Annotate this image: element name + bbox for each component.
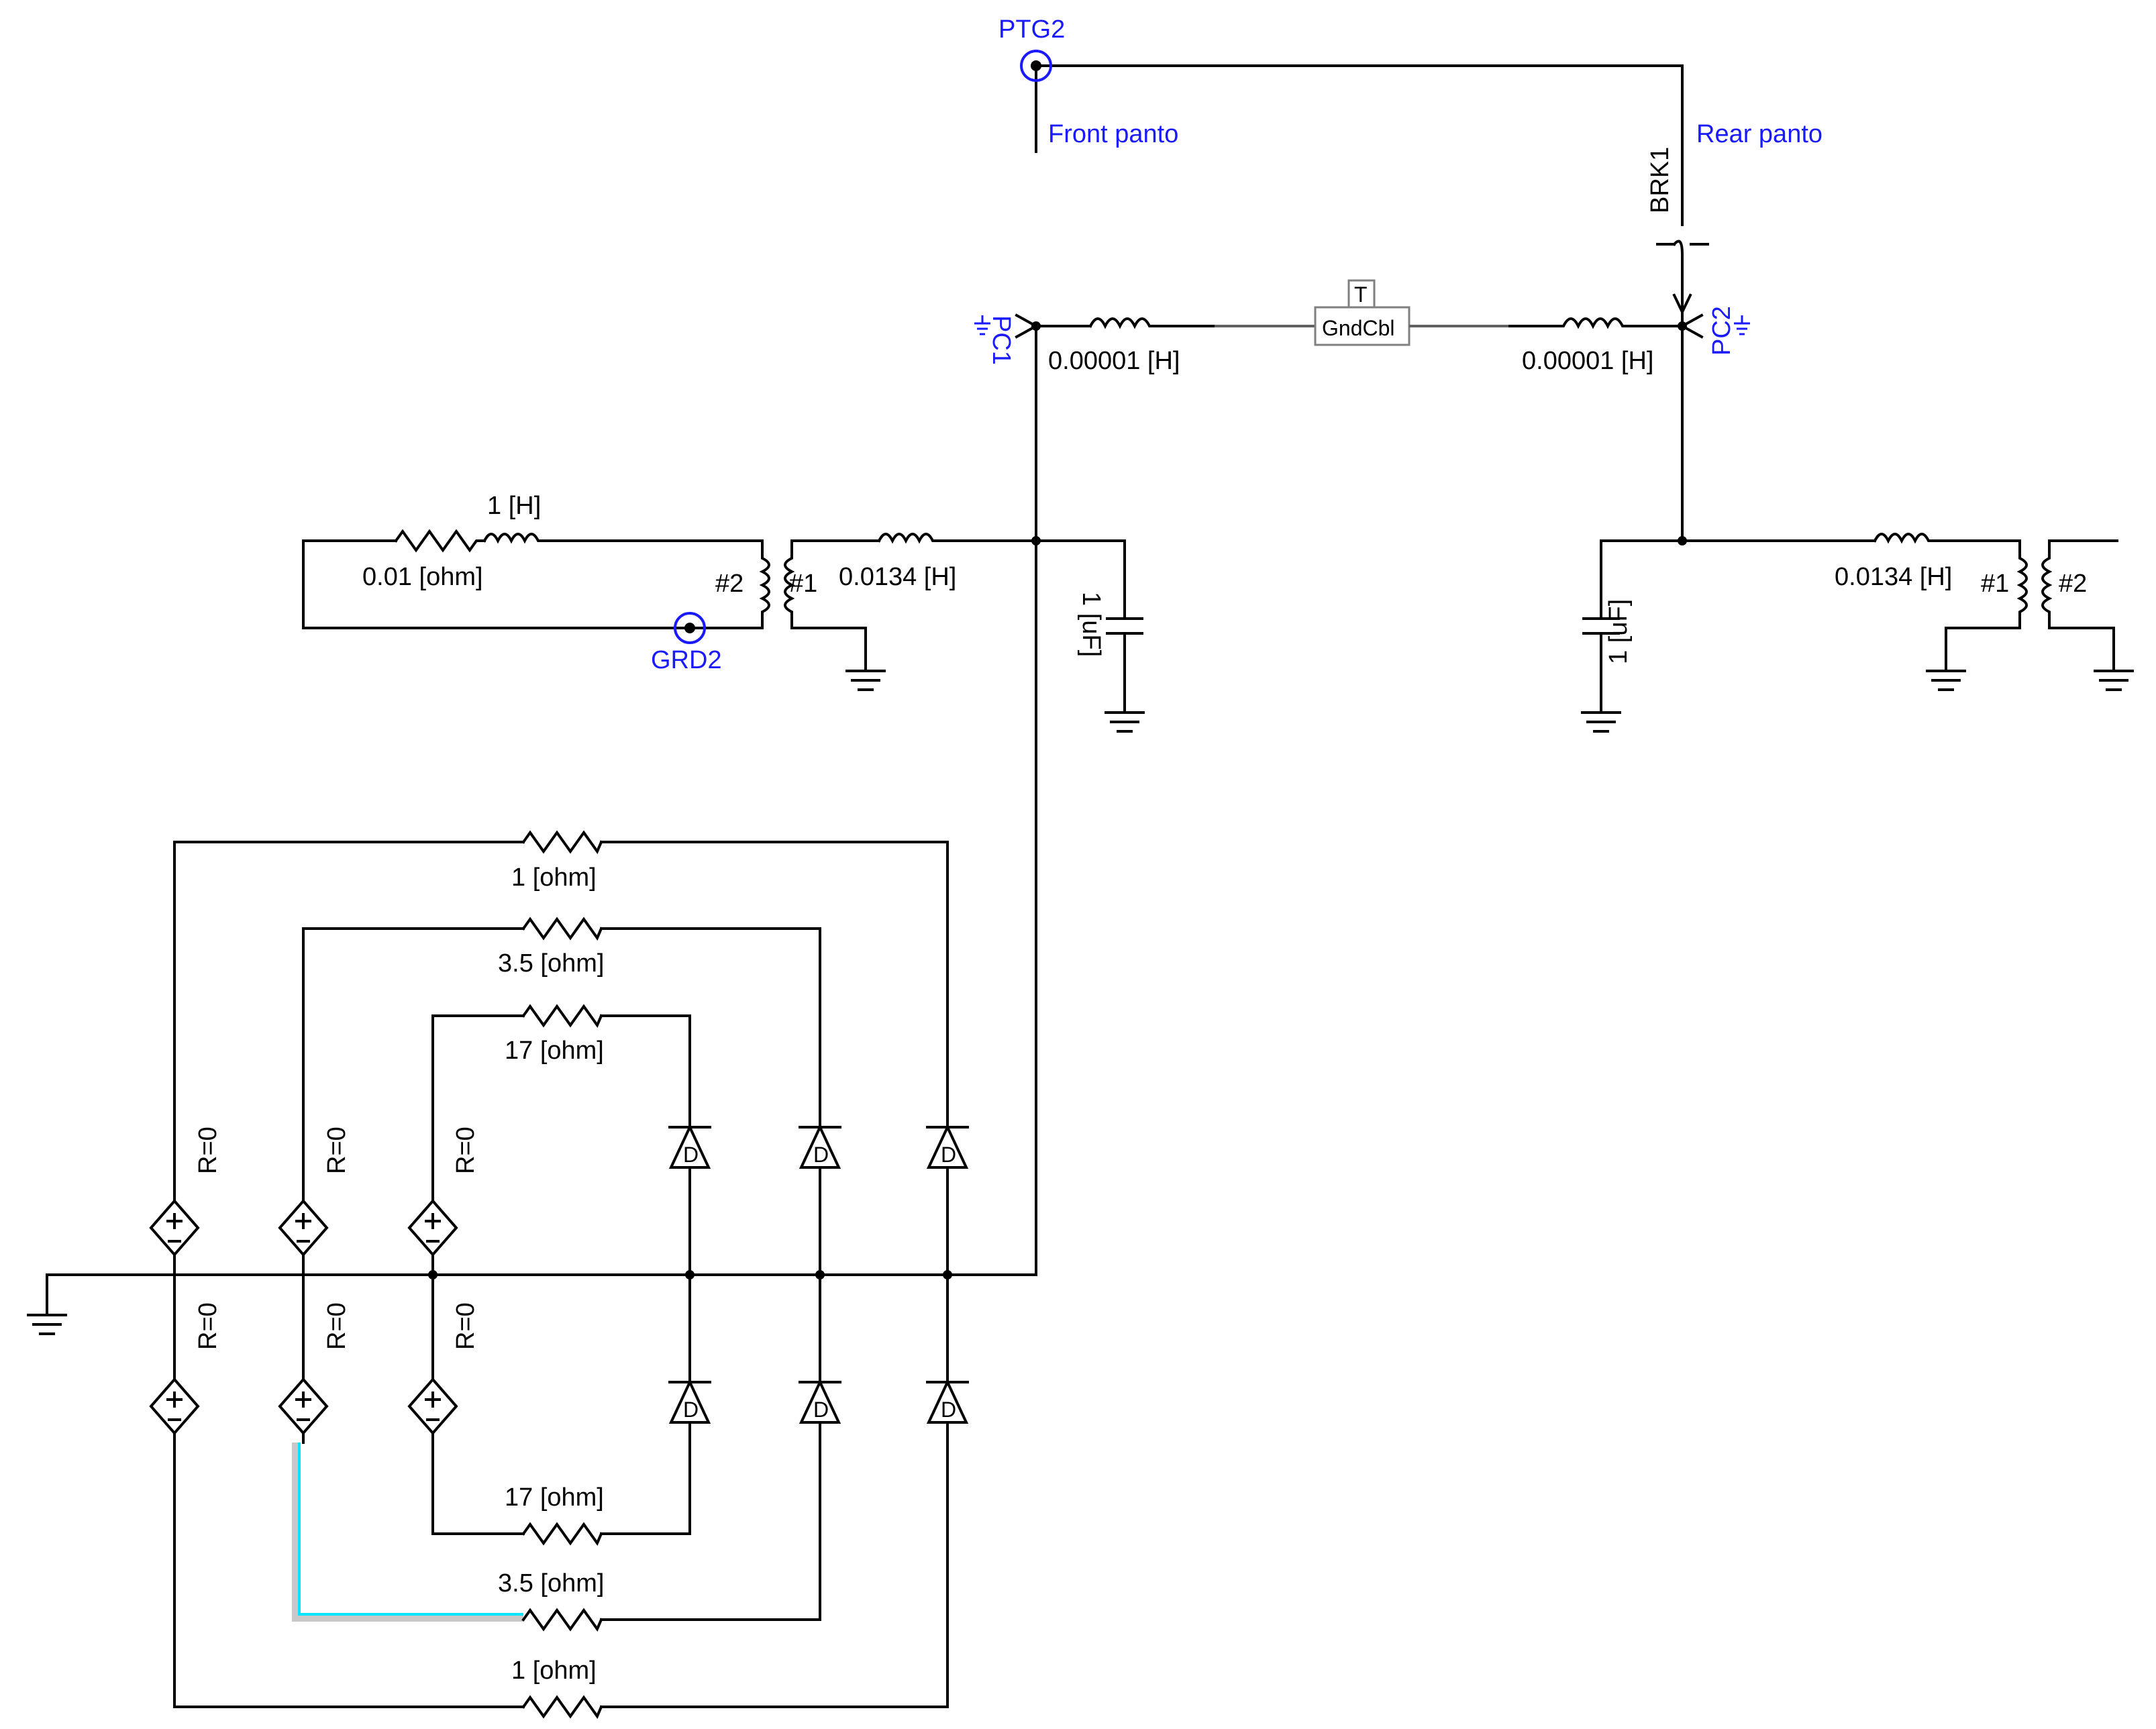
left-transformer-w2-label: #2 bbox=[715, 570, 743, 598]
resistor-bottom-inner-label: 17 [ohm] bbox=[505, 1483, 604, 1512]
diode-bottom-3[interactable]: D bbox=[926, 1273, 969, 1424]
inductor-left-transformer[interactable] bbox=[877, 533, 1037, 544]
ground-icon bbox=[1105, 711, 1145, 733]
grd2-label: GRD2 bbox=[651, 646, 722, 674]
right-transformer-w1-label: #1 bbox=[1981, 570, 2009, 598]
source-bottom-1[interactable]: R=0 bbox=[149, 1273, 222, 1436]
resistor-top-inner-label: 17 [ohm] bbox=[505, 1037, 604, 1065]
resistor-secondary-label: 0.01 [ohm] bbox=[362, 563, 483, 591]
grd2-node-marker[interactable] bbox=[674, 612, 706, 644]
pantograph-section: PTG2 Front panto Rear panto BRK1 PC1 PC2 bbox=[974, 15, 1823, 1276]
ptg2-label: PTG2 bbox=[998, 15, 1065, 44]
breaker-brk1[interactable]: BRK1 bbox=[1646, 133, 1709, 315]
source-top-3-label: R=0 bbox=[452, 1127, 480, 1174]
inductor-left-small[interactable] bbox=[1088, 317, 1216, 329]
resistor-bottom-outer-label: 1 [ohm] bbox=[511, 1657, 597, 1685]
source-top-2-label: R=0 bbox=[323, 1127, 351, 1174]
source-top-1-label: R=0 bbox=[194, 1127, 222, 1174]
capacitor-left[interactable]: 1 [uF] bbox=[1077, 592, 1143, 714]
resistor-bottom-outer[interactable] bbox=[521, 1695, 603, 1720]
resistor-bottom-mid[interactable] bbox=[521, 1608, 603, 1632]
diode-bottom-1[interactable]: D bbox=[668, 1273, 711, 1424]
front-panto-label: Front panto bbox=[1048, 120, 1178, 148]
resistor-top-mid[interactable] bbox=[521, 916, 603, 941]
inductor-right-small[interactable] bbox=[1508, 317, 1684, 329]
diode-top-2[interactable]: D bbox=[799, 1124, 841, 1276]
cable-top-label: T bbox=[1354, 282, 1368, 307]
resistor-top-outer-label: 1 [ohm] bbox=[511, 863, 597, 892]
resistor-bottom-mid-label: 3.5 [ohm] bbox=[498, 1569, 604, 1597]
left-transformer[interactable]: #2 #1 bbox=[715, 539, 817, 629]
left-transformer-branch: 0.01 [ohm] 1 [H] GRD2 #2 #1 0.0134 [H] bbox=[302, 492, 1145, 733]
pc1-ground-icon bbox=[974, 315, 990, 335]
source-bottom-3[interactable]: R=0 bbox=[407, 1273, 480, 1436]
resistor-secondary[interactable] bbox=[394, 529, 486, 553]
source-bottom-1-label: R=0 bbox=[194, 1302, 222, 1350]
resistor-top-inner[interactable] bbox=[521, 1004, 603, 1029]
source-top-3[interactable]: R=0 bbox=[407, 1127, 480, 1276]
diode-top-3[interactable]: D bbox=[926, 1124, 969, 1276]
ground-icon bbox=[1926, 670, 1966, 691]
capacitor-right[interactable]: 1 [uF] bbox=[1582, 599, 1633, 714]
left-transformer-w1-label: #1 bbox=[789, 570, 817, 598]
diode-bottom-3-label: D bbox=[941, 1398, 956, 1422]
pc2-label: PC2 bbox=[1708, 306, 1736, 356]
rear-panto-label: Rear panto bbox=[1696, 120, 1823, 148]
ground-icon bbox=[27, 1314, 67, 1335]
inductor-left-transformer-label: 0.0134 [H] bbox=[839, 563, 956, 591]
diode-top-1[interactable]: D bbox=[668, 1124, 711, 1276]
diode-top-1-label: D bbox=[683, 1143, 699, 1167]
capacitor-right-label: 1 [uF] bbox=[1604, 599, 1633, 664]
breaker-label: BRK1 bbox=[1646, 147, 1674, 213]
ground-icon bbox=[845, 670, 886, 691]
inductor-secondary-label: 1 [H] bbox=[487, 492, 541, 520]
source-top-2[interactable]: R=0 bbox=[278, 1127, 351, 1276]
inductor-right-transformer[interactable] bbox=[1873, 533, 2021, 544]
inductor-right-small-label: 0.00001 [H] bbox=[1522, 347, 1653, 375]
inductor-right-transformer-label: 0.0134 [H] bbox=[1835, 563, 1952, 591]
pc1-node[interactable]: PC1 bbox=[974, 313, 1039, 365]
source-bottom-2[interactable]: R=0 bbox=[278, 1273, 351, 1436]
right-transformer-branch: 1 [uF] 0.0134 [H] #1 #2 bbox=[1581, 533, 2134, 733]
source-top-1[interactable]: R=0 bbox=[149, 1127, 222, 1276]
selected-wire-highlight[interactable] bbox=[292, 1443, 523, 1622]
source-bottom-2-label: R=0 bbox=[323, 1302, 351, 1350]
diode-top-2-label: D bbox=[813, 1143, 829, 1167]
right-transformer-w2-label: #2 bbox=[2059, 570, 2087, 598]
inductor-secondary[interactable] bbox=[482, 533, 764, 544]
ground-icon bbox=[1581, 711, 1621, 733]
ground-icon bbox=[2094, 670, 2134, 691]
diode-bottom-2-label: D bbox=[813, 1398, 829, 1422]
capacitor-left-label: 1 [uF] bbox=[1077, 592, 1105, 657]
inductor-left-small-label: 0.00001 [H] bbox=[1048, 347, 1180, 375]
diode-bottom-2[interactable]: D bbox=[799, 1273, 841, 1424]
resistor-bottom-inner[interactable] bbox=[521, 1522, 603, 1547]
source-bottom-3-label: R=0 bbox=[452, 1302, 480, 1350]
cable-name-label: GndCbl bbox=[1322, 316, 1395, 340]
ptg2-node-marker[interactable] bbox=[1020, 50, 1052, 82]
diode-top-3-label: D bbox=[941, 1143, 956, 1167]
right-transformer[interactable]: #1 #2 bbox=[1981, 539, 2087, 629]
pc1-label: PC1 bbox=[987, 315, 1015, 365]
pc2-node[interactable]: PC2 bbox=[1679, 306, 1750, 356]
pc2-ground-icon bbox=[1734, 315, 1750, 335]
resistor-top-outer[interactable] bbox=[521, 830, 603, 855]
rectifier-network: 1 [ohm] 3.5 [ohm] 17 [ohm] R=0 R=0 bbox=[27, 830, 1037, 1720]
ground-cable-gndcbl[interactable]: T GndCbl bbox=[1314, 279, 1410, 346]
resistor-top-mid-label: 3.5 [ohm] bbox=[498, 949, 604, 978]
diode-bottom-1-label: D bbox=[683, 1398, 699, 1422]
